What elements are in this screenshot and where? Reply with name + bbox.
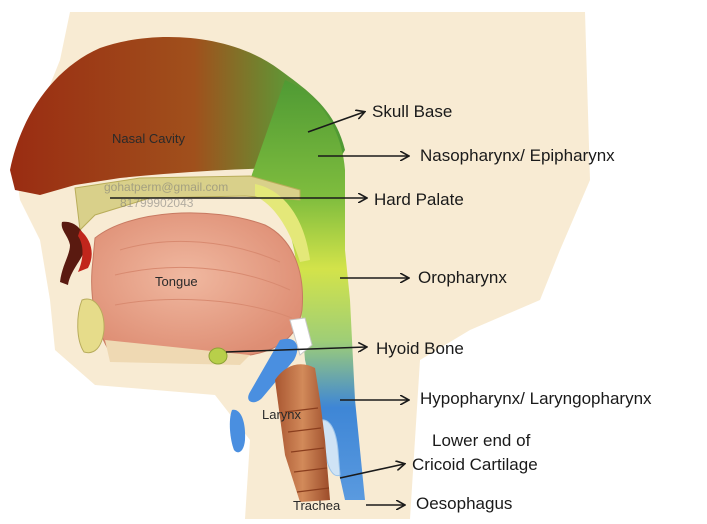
cricoid-label-line2: Cricoid Cartilage <box>412 455 538 475</box>
cricoid-label-line1: Lower end of <box>432 431 530 451</box>
nasal-cavity-label: Nasal Cavity <box>112 131 185 146</box>
tongue-label: Tongue <box>155 274 198 289</box>
hyoid-bone-label: Hyoid Bone <box>376 339 464 359</box>
hyoid-bone <box>209 348 227 364</box>
larynx-label: Larynx <box>262 407 301 422</box>
hypopharynx-label: Hypopharynx/ Laryngopharynx <box>420 389 652 409</box>
nasopharynx-label: Nasopharynx/ Epipharynx <box>420 146 615 166</box>
oropharynx-label: Oropharynx <box>418 268 507 288</box>
watermark-email: gohatperm@gmail.com <box>104 180 228 194</box>
oesophagus-label: Oesophagus <box>416 494 512 514</box>
skull-base-label: Skull Base <box>372 102 452 122</box>
trachea-label: Trachea <box>293 498 340 513</box>
hard-palate-label: Hard Palate <box>374 190 464 210</box>
watermark-number: 81799902043 <box>120 196 193 210</box>
